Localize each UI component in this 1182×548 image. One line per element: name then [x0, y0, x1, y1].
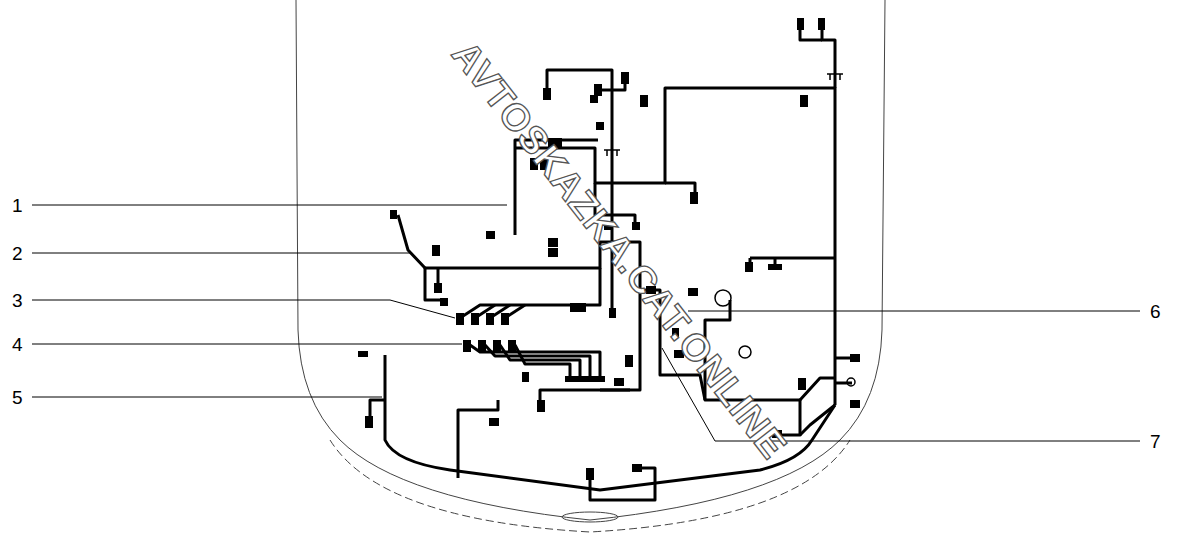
callout-number: 7 [1148, 432, 1163, 451]
callout-number: 6 [1148, 302, 1163, 321]
callout-number: 1 [10, 196, 25, 215]
callout-number: 2 [10, 244, 25, 263]
callout-number: 3 [10, 291, 25, 310]
callout-number: 5 [10, 388, 25, 407]
callout-number: 4 [10, 335, 25, 354]
